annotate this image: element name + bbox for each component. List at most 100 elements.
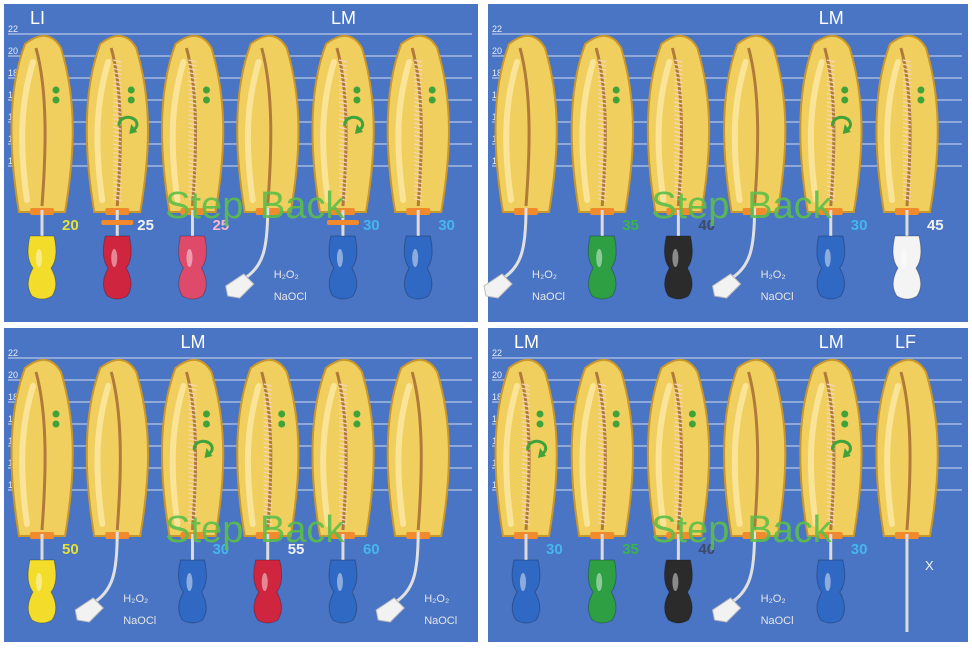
irrigation-dot (613, 411, 620, 418)
irrigation-dot (841, 421, 848, 428)
irrigant-label: NaOCl (761, 615, 794, 627)
overlay-word: Back (260, 509, 345, 551)
panel-header-label: LM (819, 332, 844, 352)
file-size-label: 35 (622, 217, 639, 234)
handle-shine (672, 249, 678, 267)
file-size-label: 25 (137, 217, 154, 234)
file-handle (664, 236, 692, 299)
overlay-word: Step (165, 185, 243, 227)
irrigation-dot (203, 97, 210, 104)
file-size-label: X (925, 558, 934, 573)
file-size-label: 30 (363, 217, 380, 234)
irrigation-dot (53, 97, 60, 104)
irrigation-dot (613, 97, 620, 104)
irrigation-dot (917, 87, 924, 94)
file-handle (254, 560, 282, 623)
irrigation-dot (278, 421, 285, 428)
irrigant-label: H₂O₂ (761, 269, 786, 281)
file-handle (28, 236, 56, 299)
file-size-label: 30 (438, 217, 455, 234)
irrigation-dot (841, 411, 848, 418)
irrigation-dot (841, 97, 848, 104)
panel-header-label: LM (331, 8, 356, 28)
irrigant-label: NaOCl (123, 615, 156, 627)
length-tick-label: 20 (8, 46, 18, 56)
irrigant-label: H₂O₂ (123, 593, 148, 605)
irrigant-label: H₂O₂ (424, 593, 449, 605)
length-tick-label: 22 (492, 24, 502, 34)
overlay-word: Back (260, 185, 345, 227)
irrigant-label: H₂O₂ (532, 269, 557, 281)
file-size-label: 45 (927, 217, 944, 234)
handle-shine (111, 249, 117, 267)
handle-shine (36, 573, 42, 591)
handle-shine (520, 573, 526, 591)
file-handle (404, 236, 432, 299)
handle-shine (36, 249, 42, 267)
overlay-word: Back (747, 509, 832, 551)
file-handle (329, 236, 357, 299)
length-tick-label: 22 (8, 348, 18, 358)
file-size-label: 30 (546, 541, 563, 558)
file-handle (588, 236, 616, 299)
panel-bottom-right: 22201816141210303540H₂O₂NaOCl30XStepBack… (488, 328, 968, 642)
handle-shine (186, 573, 192, 591)
handle-shine (262, 573, 268, 591)
irrigation-dot (429, 87, 436, 94)
irrigant-label: H₂O₂ (761, 593, 786, 605)
irrigation-dot (53, 411, 60, 418)
irrigation-dot (353, 87, 360, 94)
overlay-word: Step (651, 185, 729, 227)
handle-shine (337, 573, 343, 591)
irrigant-label: NaOCl (424, 615, 457, 627)
handle-shine (825, 573, 831, 591)
handle-shine (186, 249, 192, 267)
file-handle (179, 560, 207, 623)
length-tick-label: 22 (492, 348, 502, 358)
file-handle (817, 560, 845, 623)
overlay-word: Step (651, 509, 729, 551)
irrigation-dot (203, 421, 210, 428)
handle-shine (596, 249, 602, 267)
rubber-stop (101, 220, 133, 225)
handle-shine (901, 249, 907, 267)
irrigation-dot (841, 87, 848, 94)
file-size-label: 60 (363, 541, 380, 558)
irrigation-dot (429, 97, 436, 104)
panel-header-label: LI (30, 8, 45, 28)
irrigation-dot (203, 411, 210, 418)
irrigant-label: NaOCl (761, 291, 794, 303)
irrigation-dot (537, 421, 544, 428)
irrigation-dot (278, 411, 285, 418)
panel-header-label: LM (180, 332, 205, 352)
file-handle (893, 236, 921, 299)
file-handle (512, 560, 540, 623)
file-size-label: 20 (62, 217, 79, 234)
irrigation-dot (353, 411, 360, 418)
file-handle (588, 560, 616, 623)
file-handle (817, 236, 845, 299)
file-size-label: 50 (62, 541, 79, 558)
handle-shine (337, 249, 343, 267)
irrigant-label: NaOCl (274, 291, 307, 303)
panel-header-label: LF (895, 332, 916, 352)
overlay-word: Back (747, 185, 832, 227)
irrigation-dot (613, 421, 620, 428)
panel-header-label: LM (514, 332, 539, 352)
length-tick-label: 22 (8, 24, 18, 34)
file-handle (329, 560, 357, 623)
irrigation-dot (353, 421, 360, 428)
panel-bottom-left: 2220181614121050H₂O₂NaOCl305560H₂O₂NaOCl… (4, 328, 478, 642)
irrigation-dot (128, 87, 135, 94)
file-handle (664, 560, 692, 623)
irrigation-dot (53, 87, 60, 94)
panel-top-right: 22201816141210H₂O₂NaOCl3540H₂O₂NaOCl3045… (484, 4, 968, 322)
irrigation-dot (689, 411, 696, 418)
file-size-label: 35 (622, 541, 639, 558)
handle-shine (672, 573, 678, 591)
handle-shine (596, 573, 602, 591)
file-size-label: 30 (851, 217, 868, 234)
file-handle (179, 236, 207, 299)
